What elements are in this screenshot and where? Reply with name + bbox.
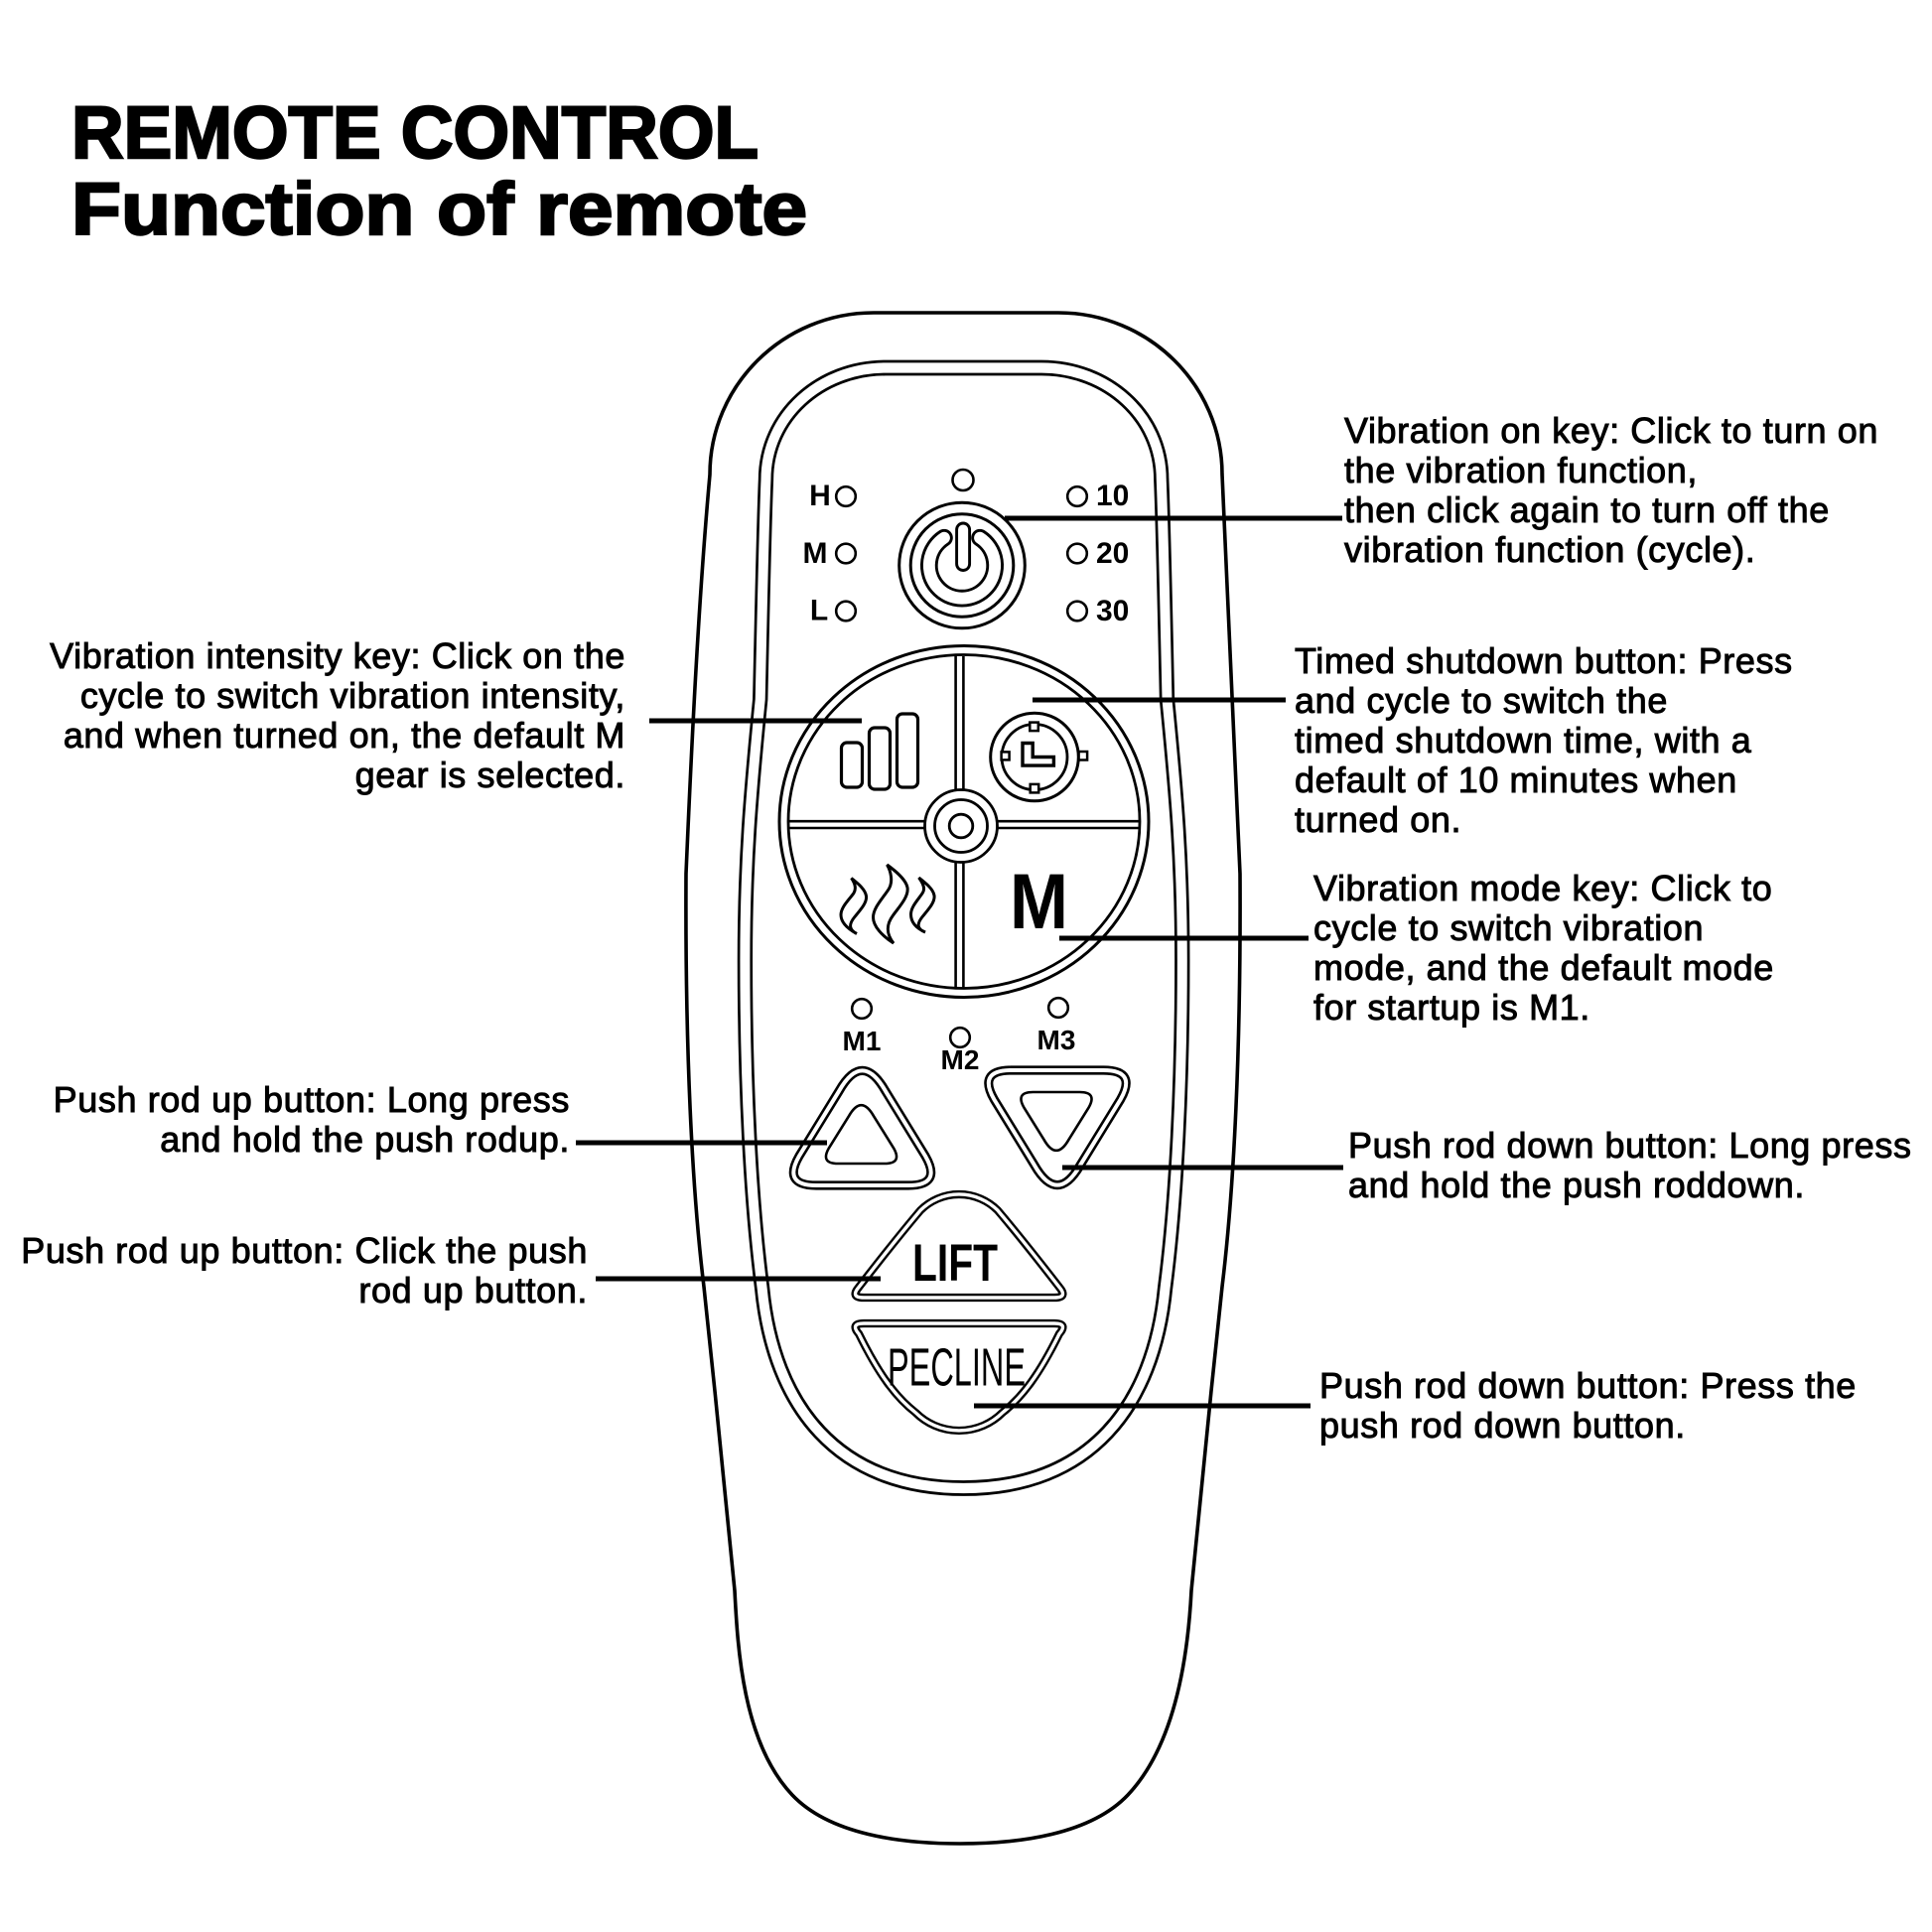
svg-text:Push rod up button: Click the: Push rod up button: Click the push bbox=[21, 1230, 588, 1271]
svg-text:Push rod down button: Long pre: Push rod down button: Long press bbox=[1348, 1125, 1912, 1166]
svg-text:vibration function (cycle).: vibration function (cycle). bbox=[1344, 529, 1755, 570]
svg-text:M1: M1 bbox=[843, 1026, 882, 1056]
svg-text:turned on.: turned on. bbox=[1295, 799, 1461, 840]
svg-text:REMOTE CONTROL: REMOTE CONTROL bbox=[71, 91, 759, 174]
svg-text:M2: M2 bbox=[941, 1044, 980, 1075]
svg-text:and hold the push roddown.: and hold the push roddown. bbox=[1348, 1165, 1805, 1205]
svg-text:the vibration function,: the vibration function, bbox=[1344, 450, 1698, 490]
svg-text:LIFT: LIFT bbox=[912, 1234, 998, 1293]
svg-text:30: 30 bbox=[1096, 595, 1129, 627]
svg-text:L: L bbox=[810, 595, 828, 627]
svg-text:gear is selected.: gear is selected. bbox=[355, 755, 625, 795]
svg-text:mode, and the default mode: mode, and the default mode bbox=[1313, 947, 1774, 988]
svg-text:and when turned on, the defaul: and when turned on, the default M bbox=[64, 715, 625, 756]
svg-text:Vibration on key: Click to tur: Vibration on key: Click to turn on bbox=[1344, 410, 1878, 451]
svg-text:rod up button.: rod up button. bbox=[358, 1270, 588, 1311]
svg-text:for startup is M1.: for startup is M1. bbox=[1313, 987, 1590, 1028]
svg-text:then click again to turn off t: then click again to turn off the bbox=[1344, 489, 1830, 530]
svg-text:Timed shutdown button: Press: Timed shutdown button: Press bbox=[1295, 640, 1793, 681]
svg-text:H: H bbox=[809, 480, 831, 512]
svg-text:M: M bbox=[803, 537, 828, 570]
svg-text:20: 20 bbox=[1096, 537, 1129, 570]
svg-text:cycle to switch vibration: cycle to switch vibration bbox=[1313, 907, 1704, 948]
svg-text:10: 10 bbox=[1096, 480, 1129, 512]
svg-text:timed shutdown time, with a: timed shutdown time, with a bbox=[1295, 720, 1752, 760]
svg-text:Push rod up button: Long press: Push rod up button: Long press bbox=[54, 1079, 570, 1120]
svg-text:M: M bbox=[1010, 858, 1068, 945]
svg-text:and hold the push rodup.: and hold the push rodup. bbox=[160, 1119, 570, 1160]
svg-text:PECLINE: PECLINE bbox=[888, 1339, 1026, 1398]
svg-text:Vibration mode key: Click to: Vibration mode key: Click to bbox=[1313, 868, 1772, 908]
svg-text:default of 10 minutes when: default of 10 minutes when bbox=[1295, 759, 1737, 800]
svg-text:push rod down button.: push rod down button. bbox=[1319, 1405, 1686, 1446]
svg-text:Function of remote: Function of remote bbox=[71, 168, 807, 250]
svg-text:and cycle to switch the: and cycle to switch the bbox=[1295, 680, 1668, 721]
svg-text:Vibration intensity key: Click: Vibration intensity key: Click on the bbox=[50, 635, 625, 676]
svg-text:M3: M3 bbox=[1037, 1025, 1076, 1055]
svg-text:cycle to switch vibration inte: cycle to switch vibration intensity, bbox=[80, 675, 625, 716]
svg-text:Push rod down button: Press th: Push rod down button: Press the bbox=[1319, 1365, 1857, 1406]
